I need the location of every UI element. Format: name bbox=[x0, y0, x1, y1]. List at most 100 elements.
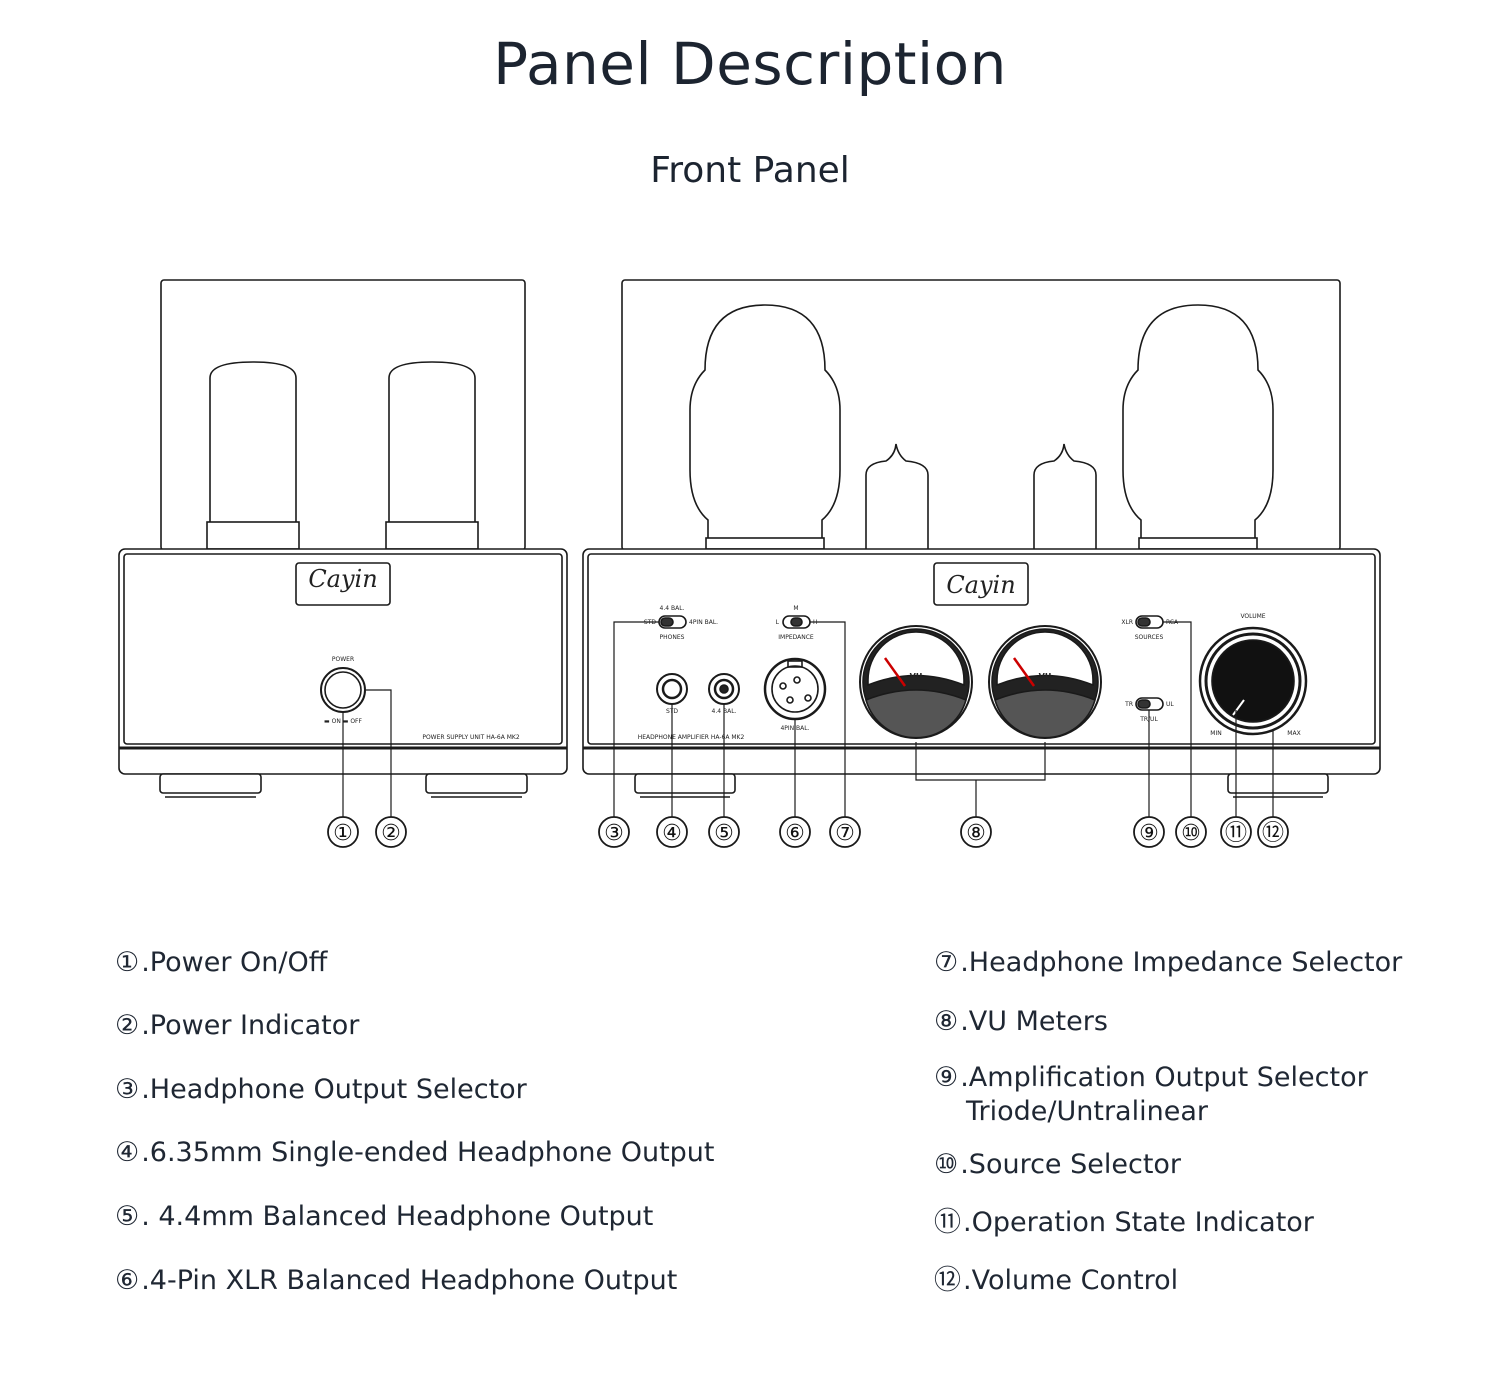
legend-text: .Headphone Output Selector bbox=[141, 1074, 527, 1105]
psu-model-label: POWER SUPPLY UNIT HA-6A MK2 bbox=[422, 734, 520, 741]
max-label: MAX bbox=[1287, 730, 1300, 737]
legend-num: ② bbox=[115, 1010, 140, 1041]
ul-label: UL bbox=[1166, 701, 1174, 708]
callout-1: ① bbox=[333, 821, 353, 846]
callout-9: ⑨ bbox=[1139, 821, 1159, 846]
psu-foot-left bbox=[159, 773, 262, 794]
amp-small-tube-right bbox=[1033, 443, 1097, 549]
bal44-jack-label: 4.4 BAL. bbox=[712, 708, 737, 715]
callout-7: ⑦ bbox=[835, 821, 855, 846]
legend-item-3: ③.Headphone Output Selector bbox=[115, 1073, 527, 1107]
callout-2: ② bbox=[381, 821, 401, 846]
legend-text: .6.35mm Single-ended Headphone Output bbox=[141, 1137, 715, 1168]
legend-text: .Amplification Output Selector bbox=[960, 1062, 1368, 1093]
leader-lines bbox=[342, 621, 1274, 817]
psu-unit bbox=[118, 279, 568, 798]
legend-item-6: ⑥.4-Pin XLR Balanced Headphone Output bbox=[115, 1264, 677, 1298]
impedance-label: IMPEDANCE bbox=[778, 634, 814, 641]
page-title: Panel Description bbox=[493, 30, 1007, 98]
callout-4: ④ bbox=[662, 821, 682, 846]
psu-foot-right bbox=[425, 773, 528, 794]
sources-label: SOURCES bbox=[1135, 634, 1164, 641]
amp-logo-plate bbox=[933, 562, 1029, 606]
legend-num: ⑤ bbox=[115, 1201, 140, 1232]
legend-num: ④ bbox=[115, 1137, 140, 1168]
vu-right-label: VU bbox=[1039, 672, 1052, 681]
phones-label: PHONES bbox=[660, 634, 685, 641]
legend-text: .Volume Control bbox=[963, 1265, 1179, 1296]
phones-top-label: 4.4 BAL. bbox=[660, 605, 685, 612]
psu-tube-left bbox=[209, 361, 297, 526]
trul-label: TR/UL bbox=[1139, 716, 1158, 723]
callout-5: ⑤ bbox=[714, 821, 734, 846]
amp-tube-right bbox=[1122, 304, 1274, 546]
impedance-m-label: M bbox=[793, 605, 798, 612]
amp-unit bbox=[582, 279, 1381, 798]
xlr-jack-label: 4PIN BAL. bbox=[780, 725, 809, 732]
legend-text: .VU Meters bbox=[960, 1006, 1108, 1037]
callout-12: ⑫ bbox=[1262, 821, 1284, 846]
legend-item-9: ⑨.Amplification Output Selector Triode/U… bbox=[934, 1061, 1368, 1129]
front-panel-diagram: Cayin Cayin POWER ▬ ON ▬ OFF POWER SUPPL… bbox=[118, 279, 1381, 848]
impedance-l-label: L bbox=[776, 619, 780, 626]
legend-num: ③ bbox=[115, 1074, 140, 1105]
callout-3: ③ bbox=[604, 821, 624, 846]
amp-foot-right bbox=[1227, 773, 1329, 794]
legend-text: .Power On/Off bbox=[141, 947, 328, 978]
phones-std-label: STD bbox=[644, 619, 656, 626]
sources-xlr-label: XLR bbox=[1121, 619, 1133, 626]
min-label: MIN bbox=[1210, 730, 1221, 737]
callout-11: ⑪ bbox=[1225, 821, 1247, 846]
legend-num: ① bbox=[115, 947, 140, 978]
legend-num: ⑧ bbox=[934, 1006, 959, 1037]
amp-logo-text: Cayin bbox=[946, 571, 1015, 599]
callout-10: ⑩ bbox=[1181, 821, 1201, 846]
callout-6: ⑥ bbox=[785, 821, 805, 846]
legend-text: .Headphone Impedance Selector bbox=[960, 947, 1403, 978]
on-off-label: ▬ ON ▬ OFF bbox=[324, 718, 362, 725]
legend-num: ⑪ bbox=[934, 1207, 961, 1238]
legend-num: ⑥ bbox=[115, 1265, 140, 1296]
legend-text: .4-Pin XLR Balanced Headphone Output bbox=[141, 1265, 678, 1296]
legend-item-11: ⑪.Operation State Indicator bbox=[934, 1206, 1314, 1240]
legend-item-10: ⑩.Source Selector bbox=[934, 1148, 1181, 1182]
section-subtitle: Front Panel bbox=[650, 150, 850, 191]
phones-4pin-label: 4PIN BAL. bbox=[689, 619, 718, 626]
legend-num: ⑩ bbox=[934, 1149, 959, 1180]
amp-chassis bbox=[582, 548, 1381, 775]
amp-foot-left bbox=[634, 773, 736, 794]
impedance-h-label: H bbox=[813, 619, 818, 626]
legend-item-12: ⑫.Volume Control bbox=[934, 1264, 1178, 1298]
legend-text: .Power Indicator bbox=[141, 1010, 360, 1041]
psu-logo-text: Cayin bbox=[308, 565, 377, 593]
callout-circles bbox=[327, 816, 1289, 848]
amp-tube-left bbox=[689, 304, 841, 546]
psu-tube-right bbox=[388, 361, 476, 526]
legend-num: ⑦ bbox=[934, 947, 959, 978]
vu-meter-left bbox=[859, 625, 973, 739]
vu-left-label: VU bbox=[910, 672, 923, 681]
legend-num: ⑨ bbox=[934, 1062, 959, 1093]
legend-item-1: ①.Power On/Off bbox=[115, 946, 327, 980]
callout-8: ⑧ bbox=[966, 821, 986, 846]
legend-text: .Operation State Indicator bbox=[963, 1207, 1314, 1238]
legend-text: .Source Selector bbox=[960, 1149, 1182, 1180]
tr-label: TR bbox=[1124, 701, 1133, 708]
amp-model-label: HEADPHONE AMPLIFIER HA-6A MK2 bbox=[638, 734, 745, 741]
legend-text: . 4.4mm Balanced Headphone Output bbox=[141, 1201, 654, 1232]
legend-item-2: ②.Power Indicator bbox=[115, 1009, 359, 1043]
legend-text-line2: Triode/Untralinear bbox=[966, 1096, 1208, 1127]
volume-knob[interactable] bbox=[1198, 626, 1308, 736]
legend-num: ⑫ bbox=[934, 1265, 961, 1296]
std-jack-label: STD bbox=[666, 708, 678, 715]
legend-item-5: ⑤. 4.4mm Balanced Headphone Output bbox=[115, 1200, 653, 1234]
vu-meter-right bbox=[988, 625, 1102, 739]
legend-item-7: ⑦.Headphone Impedance Selector bbox=[934, 946, 1402, 980]
volume-label: VOLUME bbox=[1240, 613, 1265, 620]
legend-item-8: ⑧.VU Meters bbox=[934, 1005, 1108, 1039]
power-label: POWER bbox=[332, 656, 354, 663]
sources-rca-label: RCA bbox=[1166, 619, 1179, 626]
amp-small-tube-left bbox=[865, 443, 929, 549]
psu-logo-plate bbox=[295, 562, 391, 606]
legend-item-4: ④.6.35mm Single-ended Headphone Output bbox=[115, 1136, 715, 1170]
